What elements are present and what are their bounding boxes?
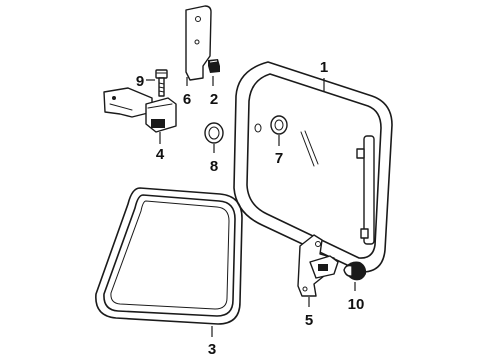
part-9-bolt [155,69,168,97]
callout-3: 3 [208,341,216,358]
part-7-grommet [270,115,288,135]
part-6-bracket [185,5,212,81]
callout-7: 7 [275,150,283,167]
callout-8: 8 [210,158,218,175]
callout-4: 4 [156,146,165,163]
callout-9: 9 [136,73,144,90]
callout-5: 5 [305,312,313,329]
callout-6: 6 [183,91,191,108]
callout-2: 2 [210,91,218,108]
part-5-hinge [297,234,339,297]
part-3-weatherstrip [95,187,243,325]
part-8-seal-ring [204,122,224,144]
part-2-clip [208,59,220,73]
part-4-latch [103,87,177,133]
callout-1: 1 [320,59,328,76]
callout-10: 10 [348,296,365,313]
part-10-cap-nut [343,261,367,281]
